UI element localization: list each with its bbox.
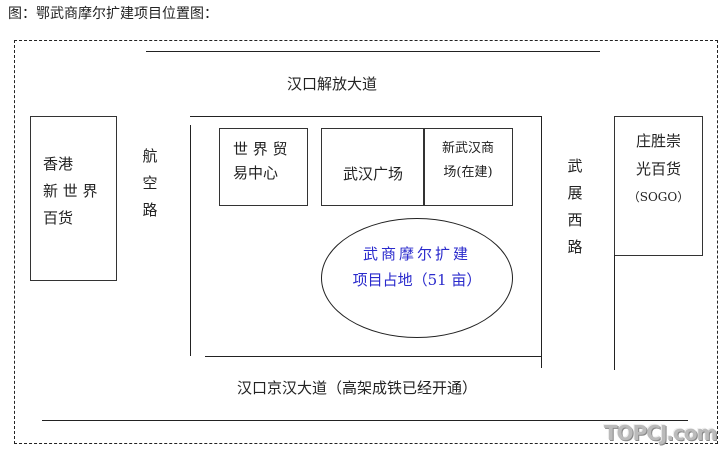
road-hangkong: 航空路	[142, 147, 158, 219]
building-label: 武汉广场	[342, 165, 403, 183]
project-site-ellipse: 武商摩尔扩建 项目占地（51 亩）	[321, 218, 513, 338]
building-label-line: 新 世 界	[43, 182, 98, 200]
sogo-boundary-line	[614, 255, 615, 370]
building-label-line: 新武汉商	[441, 141, 494, 156]
top-road-line	[146, 51, 600, 52]
bottom-road-line	[42, 420, 688, 421]
building-label-line: （SOGO）	[627, 190, 690, 204]
building-label-line: 光百货	[635, 160, 681, 178]
block-right-line	[541, 116, 542, 368]
building-label-line: 世 界 贸	[233, 140, 288, 158]
building-label-line: 场(在建)	[443, 165, 493, 180]
block-bottom-line	[205, 356, 542, 357]
project-label-line: 武商摩尔扩建	[362, 245, 471, 263]
building-sogo: 庄胜崇 光百货 （SOGO）	[614, 116, 703, 256]
watermark: TOPCJ.com	[604, 421, 717, 445]
site-boundary	[14, 40, 718, 444]
figure-title: 图：鄂武商摩尔扩建项目位置图：	[8, 6, 218, 22]
building-wuhan-plaza: 武汉广场	[321, 128, 425, 206]
road-wuzhan-west: 武展西路	[567, 157, 583, 256]
building-label-line: 易中心	[233, 164, 279, 182]
road-jiefang: 汉口解放大道	[286, 75, 377, 93]
block-left-line	[190, 125, 191, 356]
road-jinghan: 汉口京汉大道（高架成铁已经开通）	[236, 379, 477, 397]
project-label-line: 项目占地（51 亩）	[352, 271, 482, 289]
building-hk-new-world: 香港 新 世 界 百货	[30, 116, 117, 281]
building-world-trade: 世 界 贸 易中心	[219, 128, 308, 206]
building-label-line: 百货	[43, 209, 74, 227]
block-top-line	[190, 116, 542, 117]
building-new-wuhan-mall: 新武汉商 场(在建)	[423, 128, 513, 206]
building-label-line: 香港	[43, 155, 74, 173]
building-label-line: 庄胜崇	[635, 132, 681, 150]
